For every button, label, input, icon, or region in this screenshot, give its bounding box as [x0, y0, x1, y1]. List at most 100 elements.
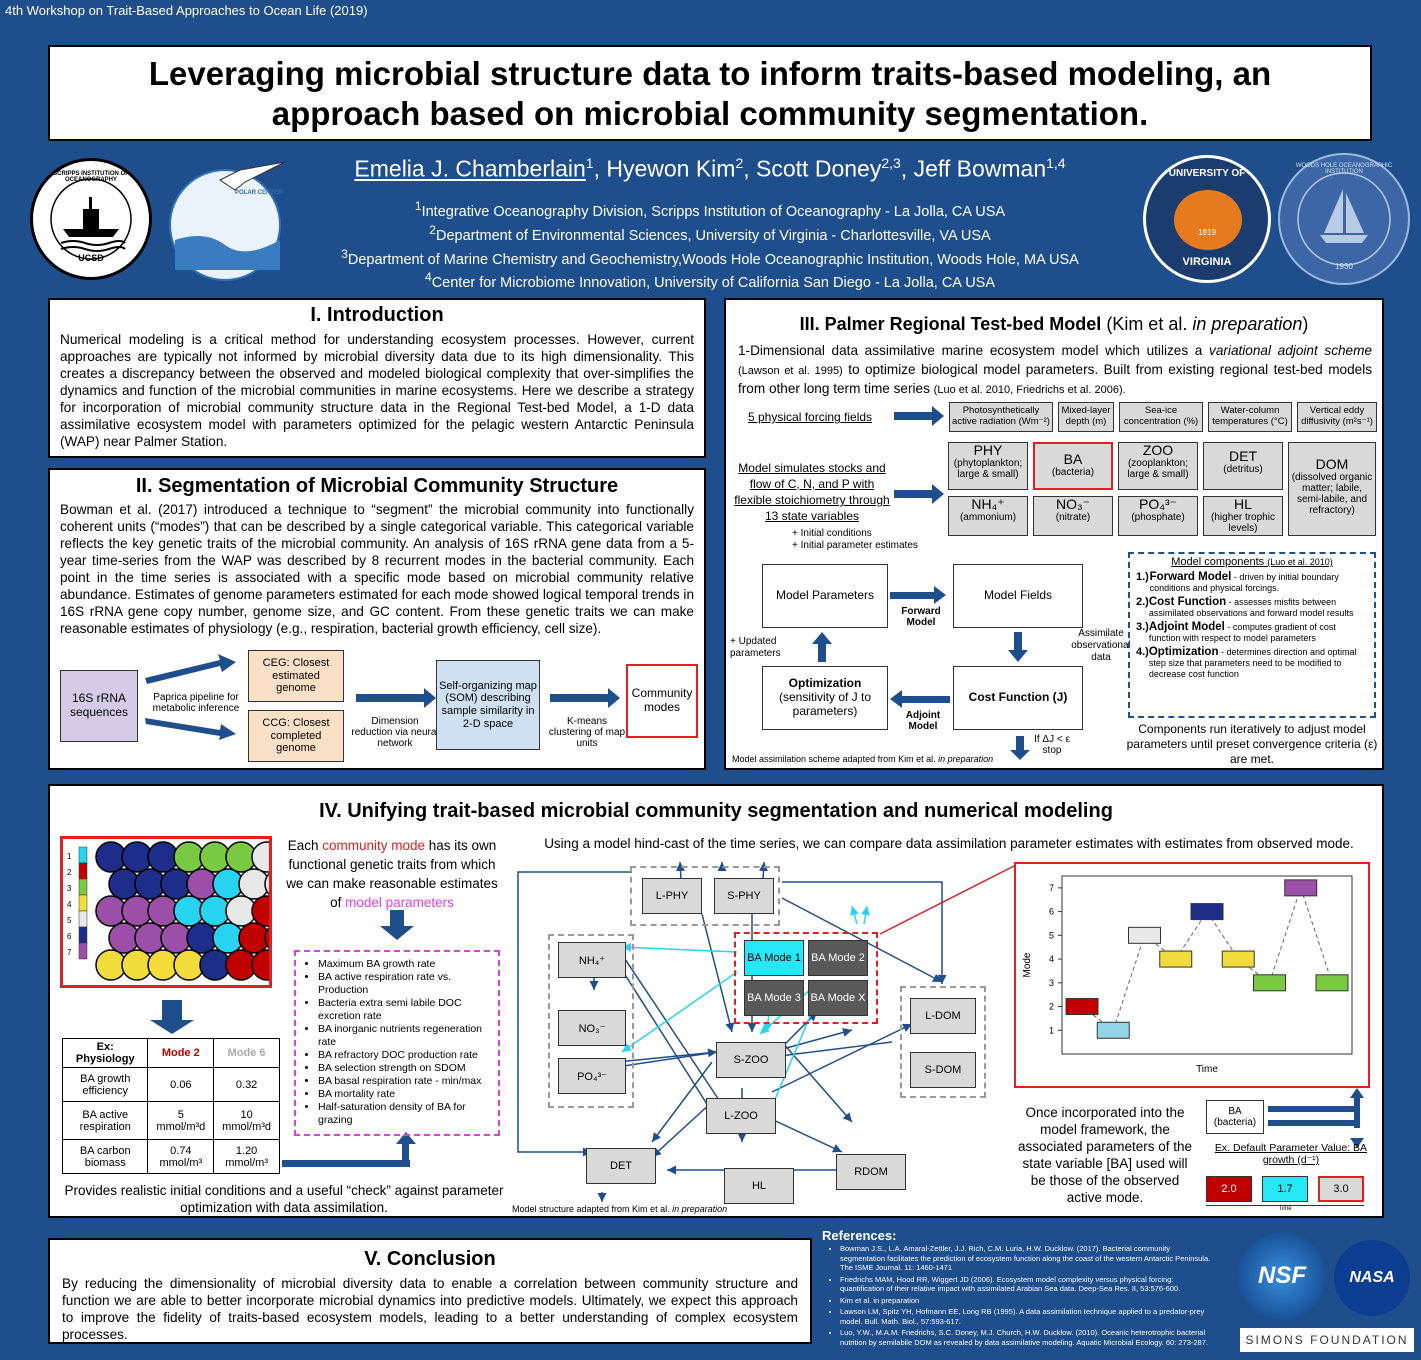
- state-zoo: ZOO(zooplankton; large & small): [1118, 442, 1198, 490]
- arrow-head: [812, 632, 832, 644]
- time-small: Time: [1278, 1206, 1292, 1212]
- som-legend-label: 4: [67, 900, 72, 909]
- arrow-head: [932, 406, 944, 426]
- list-item: Maximum BA growth rate: [318, 958, 494, 971]
- arrow-down: [1014, 632, 1022, 652]
- flow-dimred: Dimension reduction via neural network: [351, 716, 439, 749]
- node-no3: NO₃⁻: [558, 1010, 626, 1046]
- down-arrow-icon: [776, 534, 792, 548]
- seg-title: II. Segmentation of Microbial Community …: [135, 475, 619, 497]
- som-cell: [251, 841, 283, 873]
- nutrient-group: [548, 934, 634, 1108]
- state-ba: BA(bacteria): [1033, 442, 1113, 490]
- simons-logo: SIMONS FOUNDATION: [1240, 1328, 1414, 1352]
- data-point: [1253, 974, 1286, 992]
- som-cell: [251, 949, 283, 981]
- forcing-par: Photosynthetically active radiation (Wm⁻…: [949, 402, 1053, 432]
- component-item: 2.)Cost Function - assesses misfits betw…: [1136, 596, 1354, 618]
- list-item: Kim et al. in preparation: [840, 1296, 1212, 1306]
- unify-title: IV. Unifying trait-based microbial commu…: [319, 800, 1113, 822]
- each-mode-text: Each community mode has its own function…: [286, 838, 498, 910]
- flow-16s: 16S rRNA sequences: [60, 670, 138, 742]
- polar-logo-graphic: [169, 161, 286, 281]
- components-list: 1.)Forward Model - driven by initial bou…: [1130, 568, 1374, 680]
- node-det: DET: [586, 1148, 656, 1184]
- model-parameters: Model Parameters: [762, 564, 888, 628]
- arrow-head: [380, 926, 414, 940]
- flow-kmeans: K-means clustering of map units: [548, 716, 626, 749]
- list-item: BA basal respiration rate - min/max: [318, 1075, 494, 1088]
- arrow-provides-up: [402, 1142, 409, 1164]
- arrow-down-table: [162, 1000, 182, 1022]
- model-fields: Model Fields: [953, 564, 1083, 628]
- hindcast-text: Using a model hind-cast of the time seri…: [544, 836, 1354, 851]
- data-point: [1284, 879, 1318, 897]
- y-tick-label: 7: [1049, 883, 1054, 893]
- som-legend-label: 1: [67, 852, 72, 861]
- state-dom: DOM(dissolved organic matter; labile, se…: [1288, 442, 1376, 536]
- state-hl: HL(higher trophic levels): [1203, 496, 1283, 536]
- ba-arrow-2: [1268, 1120, 1360, 1126]
- arrow-head: [1008, 650, 1028, 662]
- som-legend-swatch: [78, 942, 88, 960]
- node-ba-mode2: BA Mode 2: [808, 940, 868, 976]
- data-point: [1190, 903, 1224, 921]
- whoi-logo: WOODS HOLE OCEANOGRAPHIC INSTITUTION 193…: [1278, 153, 1410, 285]
- node-sphy: S-PHY: [714, 878, 774, 914]
- arrow-head: [932, 484, 944, 504]
- data-point: [1159, 950, 1193, 968]
- arrow-head: [1010, 750, 1030, 760]
- node-sdom: S-DOM: [910, 1052, 976, 1088]
- list-item: Bowman J.S., L.A. Amaral-Zettler, J.J. R…: [840, 1244, 1212, 1273]
- plot-frame: [1061, 875, 1353, 1055]
- intro-panel: I. Introduction Numerical modeling is a …: [48, 298, 706, 458]
- node-szoo: S-ZOO: [716, 1042, 786, 1078]
- unify-panel: IV. Unifying trait-based microbial commu…: [48, 784, 1384, 1218]
- time-axis: [1206, 1205, 1364, 1206]
- y-tick-label: 1: [1049, 1025, 1054, 1035]
- arrow-forcing: [894, 412, 934, 420]
- conclusion-panel: V. Conclusion By reducing the dimensiona…: [48, 1238, 812, 1344]
- arrow-stocks: [894, 490, 934, 498]
- node-rdom: RDOM: [836, 1154, 906, 1190]
- polar-center-logo: POLAR CENTER: [165, 150, 295, 285]
- data-point: [1315, 974, 1349, 992]
- arrow-kmeans: [550, 694, 610, 702]
- init-label: + Initial conditions+ Initial parameter …: [792, 528, 918, 551]
- node-lphy: L-PHY: [642, 878, 702, 914]
- y-axis-label: Mode: [1022, 952, 1033, 977]
- node-nh4: NH₄⁺: [558, 942, 626, 978]
- som-legend-swatch: [78, 894, 88, 912]
- forcing-mld: Mixed-layer depth (m): [1058, 402, 1114, 432]
- arrow-stop: [1016, 736, 1024, 752]
- node-po4: PO₄³⁻: [558, 1058, 626, 1094]
- arrow-up: [818, 644, 826, 662]
- node-ba-modex: BA Mode X: [808, 980, 868, 1016]
- som-legend-swatch: [78, 846, 88, 864]
- node-hl: HL: [724, 1168, 794, 1204]
- phy-group: [630, 866, 780, 926]
- y-tick-label: 4: [1049, 954, 1054, 964]
- references-list: Bowman J.S., L.A. Amaral-Zettler, J.J. R…: [822, 1244, 1212, 1349]
- state-phy: PHY(phytoplankton; large & small): [948, 442, 1028, 490]
- som-legend-label: 3: [67, 884, 72, 893]
- arrow-head: [934, 586, 946, 604]
- list-item: Luo, Y.W., M.A.M. Friedrichs, S.C. Doney…: [840, 1328, 1212, 1347]
- intro-title: I. Introduction: [310, 304, 444, 326]
- forcing-eddy: Vertical eddy diffusivity (m²s⁻¹): [1297, 402, 1377, 432]
- arrow-adjoint: [902, 696, 950, 703]
- provides-text: Provides realistic initial conditions an…: [64, 1183, 504, 1215]
- list-item: BA active respiration rate vs. Productio…: [318, 971, 494, 997]
- conclusion-text: By reducing the dimensionality of microb…: [62, 1276, 798, 1342]
- segmentation-panel: II. Segmentation of Microbial Community …: [48, 468, 706, 770]
- node-ldom: L-DOM: [910, 998, 976, 1034]
- list-item: BA selection strength on SDOM: [318, 1062, 494, 1075]
- y-tick-label: 3: [1049, 978, 1054, 988]
- arrow-dimred: [356, 694, 426, 702]
